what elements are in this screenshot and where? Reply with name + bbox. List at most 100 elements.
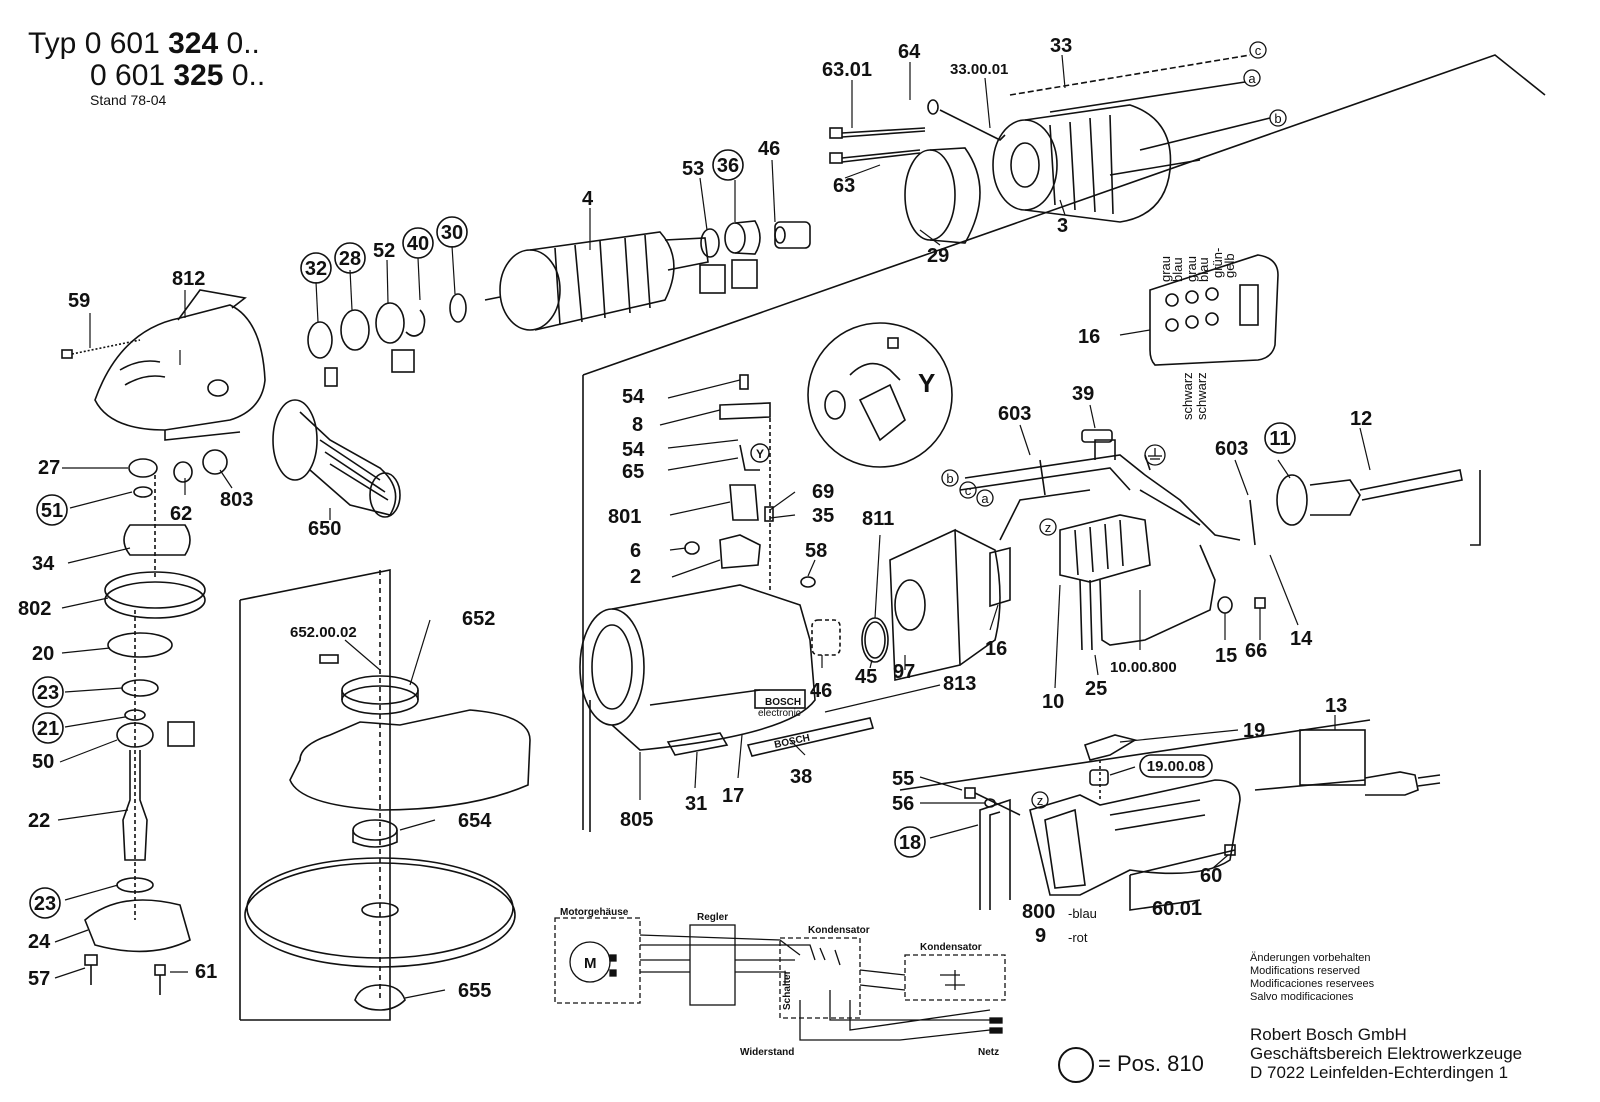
label-54-a: 54 (622, 386, 645, 408)
disc-655 (354, 984, 406, 1011)
wire-marker-z-handle: z (1037, 793, 1044, 808)
label-56: 56 (892, 793, 914, 815)
clamp-15-66 (1217, 596, 1266, 614)
label-23-b: 23 (34, 893, 56, 915)
leader-lines (54, 54, 1371, 999)
label-24: 24 (28, 931, 51, 953)
terminal-board-16 (1149, 254, 1279, 366)
label-40: 40 (407, 233, 429, 255)
motor-symbol: M (584, 955, 597, 972)
note-line: Modifications reserved (1250, 965, 1361, 977)
label-62: 62 (170, 503, 192, 525)
company-address: Robert Bosch GmbH Geschäftsbereich Elekt… (1250, 1025, 1522, 1082)
label-31: 31 (685, 793, 707, 815)
wire-marker-a-top: a (1248, 71, 1256, 86)
label-803: 803 (220, 489, 253, 511)
label-wire-rot: -rot (1068, 930, 1088, 945)
label-60: 60 (1200, 865, 1222, 887)
schematic-kondensator-2: Kondensator (920, 942, 982, 953)
screws-55-56 (964, 787, 1021, 816)
label-19: 19 (1243, 720, 1265, 742)
label-51: 51 (41, 500, 63, 522)
schematic-kondensator-1: Kondensator (808, 925, 870, 936)
label-57: 57 (28, 968, 50, 990)
label-811: 811 (862, 508, 894, 530)
ground-icon (1144, 444, 1166, 466)
label-8: 8 (632, 414, 643, 436)
label-35: 35 (812, 505, 834, 527)
label-603-b: 603 (1215, 438, 1248, 460)
label-654: 654 (458, 810, 492, 832)
end-cap-97 (889, 528, 1001, 681)
model-2-suffix: 0.. (231, 59, 266, 92)
company-division: Geschäftsbereich Elektrowerkzeuge (1250, 1044, 1523, 1063)
label-652: 652 (462, 608, 495, 630)
wire-marker-c-top: c (1255, 43, 1262, 58)
label-32: 32 (305, 258, 327, 280)
label-60-01: 60.01 (1152, 898, 1202, 920)
disc-654 (352, 819, 398, 848)
screw-63-01 (829, 127, 926, 139)
label-13: 13 (1325, 695, 1347, 717)
label-61: 61 (195, 961, 217, 983)
bearing-46-mid (811, 619, 841, 656)
label-10: 10 (1042, 691, 1064, 713)
label-21: 21 (37, 718, 59, 740)
label-2: 2 (630, 566, 641, 588)
label-17: 17 (722, 785, 744, 807)
nameplate-31 (666, 732, 729, 756)
label-6: 6 (630, 540, 641, 562)
label-wire-blau: -blau (1068, 906, 1097, 921)
label-802: 802 (18, 598, 51, 620)
ring-53 (700, 228, 720, 258)
model-1-number: 324 (168, 27, 219, 60)
baffle-29 (904, 147, 981, 244)
guard-652 (289, 654, 531, 811)
label-39: 39 (1072, 383, 1094, 405)
label-16-terminal: 16 (1078, 326, 1100, 348)
label-12: 12 (1350, 408, 1372, 430)
label-52: 52 (373, 240, 395, 262)
label-20: 20 (32, 643, 54, 665)
label-812: 812 (172, 268, 205, 290)
bosch-mark-17: BOSCH (765, 697, 801, 708)
label-54-b: 54 (622, 439, 645, 461)
label-655: 655 (458, 980, 491, 1002)
label-14: 14 (1290, 628, 1313, 650)
label-29: 29 (927, 245, 949, 267)
model-line-1: Typ 0 601 324 0.. (28, 28, 265, 60)
ring-36 (724, 220, 761, 255)
label-19-00-08: 19.00.08 (1147, 758, 1205, 775)
terminal-color-labels: grau blau grau blau grün- gelb schwarz s… (1158, 248, 1237, 420)
model-line-2: 0 601 325 0.. (28, 60, 265, 92)
label-805: 805 (620, 809, 653, 831)
terminal-label-5: grün- (1210, 248, 1225, 278)
wire-markers: c a b b c a z z (941, 41, 1287, 809)
label-10-00-800: 10.00.800 (1110, 659, 1177, 676)
bearing-46-top (774, 221, 811, 249)
label-59: 59 (68, 290, 90, 312)
label-50: 50 (32, 751, 54, 773)
label-58: 58 (805, 540, 827, 562)
label-27: 27 (38, 457, 60, 479)
label-69: 69 (812, 481, 834, 503)
modification-notes: Änderungen vorbehalten Modifications res… (1250, 952, 1374, 1004)
model-2-number: 325 (173, 59, 224, 92)
wire-marker-b-top: b (1274, 111, 1281, 126)
note-line: Modificaciones reservees (1250, 978, 1375, 990)
label-34: 34 (32, 553, 55, 575)
schematic-regler: Regler (697, 912, 728, 923)
circled-labels: 36 32 28 40 30 51 23 21 23 11 18 19.00.0… (29, 149, 1296, 919)
label-18: 18 (899, 832, 921, 854)
label-801: 801 (608, 506, 641, 528)
schematic-netz: Netz (978, 1047, 999, 1058)
label-603-a: 603 (998, 403, 1031, 425)
screw-59 (61, 339, 141, 359)
label-33: 33 (1050, 35, 1072, 57)
label-38: 38 (790, 766, 812, 788)
typ-label: Typ (28, 27, 77, 60)
terminal-label-2: blau (1170, 257, 1185, 282)
model-number-block: Typ 0 601 324 0.. 0 601 325 0.. (28, 28, 265, 92)
screws-57-61 (84, 954, 166, 995)
terminal-label-4: blau (1196, 257, 1211, 282)
